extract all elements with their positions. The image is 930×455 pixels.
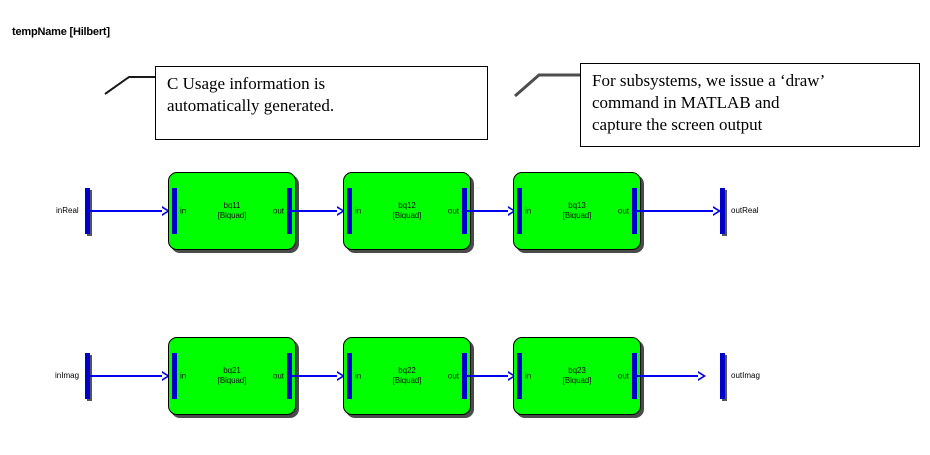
wire-arrowhead [698,371,706,381]
note-c-usage: C Usage information is automatically gen… [155,66,488,140]
port-label-in: in [355,206,362,216]
block-bq13[interactable]: in bq13 [Biquad] out [513,172,641,250]
note-line: C Usage information is [167,74,326,93]
wire-arrowhead [508,206,516,216]
wire-arrowhead [508,371,516,381]
block-input-port[interactable] [347,188,352,234]
wire-inimag-to-bq21 [90,375,162,377]
block-input-port[interactable] [517,188,522,234]
wire-bq22-to-bq23 [465,375,508,377]
wire-bq13-to-outreal [635,210,713,212]
port-label-out: out [617,206,629,216]
note-line: automatically generated. [167,95,335,115]
block-output-port[interactable] [632,188,637,234]
port-label-in: in [355,371,362,381]
note-subsystems: For subsystems, we issue a ‘draw’ comman… [580,63,920,147]
terminal-out-imag[interactable] [720,353,725,399]
wire-arrowhead [162,206,170,216]
block-output-port[interactable] [462,188,467,234]
port-label-in: in [525,206,532,216]
port-label-out: out [447,206,459,216]
block-bq12[interactable]: in bq12 [Biquad] out [343,172,471,250]
terminal-out-real[interactable] [720,188,725,234]
note-leader-line-1 [104,76,156,95]
port-label-out: out [272,371,284,381]
wire-inreal-to-bq11 [90,210,162,212]
wire-bq11-to-bq12 [290,210,337,212]
block-bq21[interactable]: in bq21 [Biquad] out [168,337,296,415]
wire-bq21-to-bq22 [290,375,337,377]
terminal-label-in-imag: inImag [55,371,80,380]
note-line: capture the screen output [592,114,763,134]
note-line: command in MATLAB and [592,92,780,112]
port-label-out: out [447,371,459,381]
port-label-in: in [180,206,187,216]
terminal-label-out-imag: outImag [731,371,760,380]
block-bq23[interactable]: in bq23 [Biquad] out [513,337,641,415]
wire-bq23-to-outimag [635,375,698,377]
block-input-port[interactable] [172,353,177,399]
wire-arrowhead [713,206,721,216]
wire-arrowhead [337,371,345,381]
wire-bq12-to-bq13 [465,210,508,212]
page-title: tempName [Hilbert] [12,26,110,38]
block-bq22[interactable]: in bq22 [Biquad] out [343,337,471,415]
block-input-port[interactable] [517,353,522,399]
block-bq11[interactable]: in bq11 [Biquad] out [168,172,296,250]
note-line: For subsystems, we issue a ‘draw’ [592,71,826,90]
terminal-label-in-real: inReal [56,206,79,215]
wire-arrowhead [337,206,345,216]
port-label-in: in [525,371,532,381]
block-output-port[interactable] [287,353,292,399]
port-label-out: out [272,206,284,216]
wire-arrowhead [162,371,170,381]
block-input-port[interactable] [347,353,352,399]
block-output-port[interactable] [287,188,292,234]
port-label-in: in [180,371,187,381]
terminal-in-real[interactable] [85,188,90,234]
terminal-in-imag[interactable] [85,353,90,399]
note-leader-line-2 [514,73,581,98]
block-output-port[interactable] [462,353,467,399]
block-output-port[interactable] [632,353,637,399]
terminal-label-out-real: outReal [731,206,759,215]
port-label-out: out [617,371,629,381]
block-input-port[interactable] [172,188,177,234]
